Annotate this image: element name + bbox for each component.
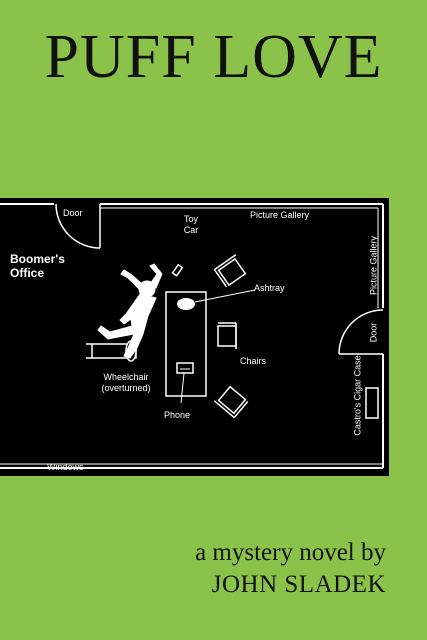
cigar-case-label: Castro's Cigar Case	[352, 355, 363, 436]
floor-plan-drawing	[0, 203, 384, 469]
chair-icon-2	[217, 322, 237, 349]
door-top-icon	[55, 203, 101, 249]
book-subtitle: a mystery novel by	[195, 539, 386, 566]
cigar-case-icon	[365, 387, 379, 419]
body-outline-icon	[97, 263, 163, 359]
door-top-label: Door	[63, 208, 83, 218]
ashtray-icon	[177, 298, 195, 310]
ashtray-label: Ashtray	[254, 283, 285, 293]
desk-icon	[165, 291, 207, 397]
book-author: JOHN SLADEK	[211, 571, 386, 598]
windows-label: Windows	[47, 462, 84, 472]
book-title: PUFF LOVE	[44, 23, 383, 91]
picture-gallery-side-label: Picture Gallery	[368, 235, 379, 296]
chair-icon-1	[213, 254, 247, 288]
door-right-label: Door	[368, 322, 379, 343]
phone-label: Phone	[164, 410, 191, 420]
phone-icon	[176, 362, 194, 374]
toy-car-label: Toy Car	[183, 214, 199, 235]
floor-plan: Door Toy Car Picture Gallery Picture Gal…	[0, 198, 389, 476]
picture-gallery-top-label: Picture Gallery	[250, 210, 310, 220]
toy-car-icon	[171, 263, 184, 277]
chair-icon-3	[213, 385, 249, 419]
wheelchair-label: Wheelchair (overturned)	[101, 372, 151, 393]
walls	[0, 203, 384, 469]
room-name-label: Boomer's Office	[10, 252, 65, 280]
door-right-icon	[338, 309, 384, 355]
chairs-label: Chairs	[240, 356, 267, 366]
